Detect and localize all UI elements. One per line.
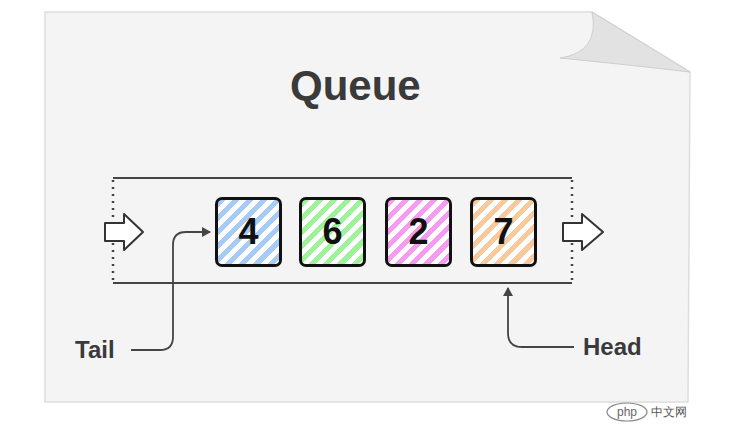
queue-item-box: 6: [299, 197, 366, 267]
enqueue-arrow: [105, 214, 143, 250]
paper-sheet: [45, 12, 690, 402]
item-value: 6: [322, 211, 342, 253]
diagram-title: Queue: [290, 62, 421, 110]
watermark-oval: [607, 403, 647, 421]
item-value: 2: [408, 211, 428, 253]
item-value: 7: [493, 211, 513, 253]
head-label: Head: [583, 333, 642, 361]
queue-item-box: 4: [215, 197, 282, 267]
head-leader: [508, 288, 574, 347]
item-value: 4: [238, 211, 258, 253]
watermark-text: 中文网: [651, 404, 687, 421]
queue-item-box: 7: [470, 197, 537, 267]
tail-label: Tail: [75, 336, 115, 364]
tail-leader: [131, 232, 210, 350]
channel-top: [113, 177, 572, 179]
watermark-text: php: [617, 405, 637, 419]
queue-item-box: 2: [385, 197, 452, 267]
folded-corner: [560, 12, 690, 72]
dequeue-arrow: [563, 214, 603, 250]
channel-bottom: [113, 282, 572, 284]
